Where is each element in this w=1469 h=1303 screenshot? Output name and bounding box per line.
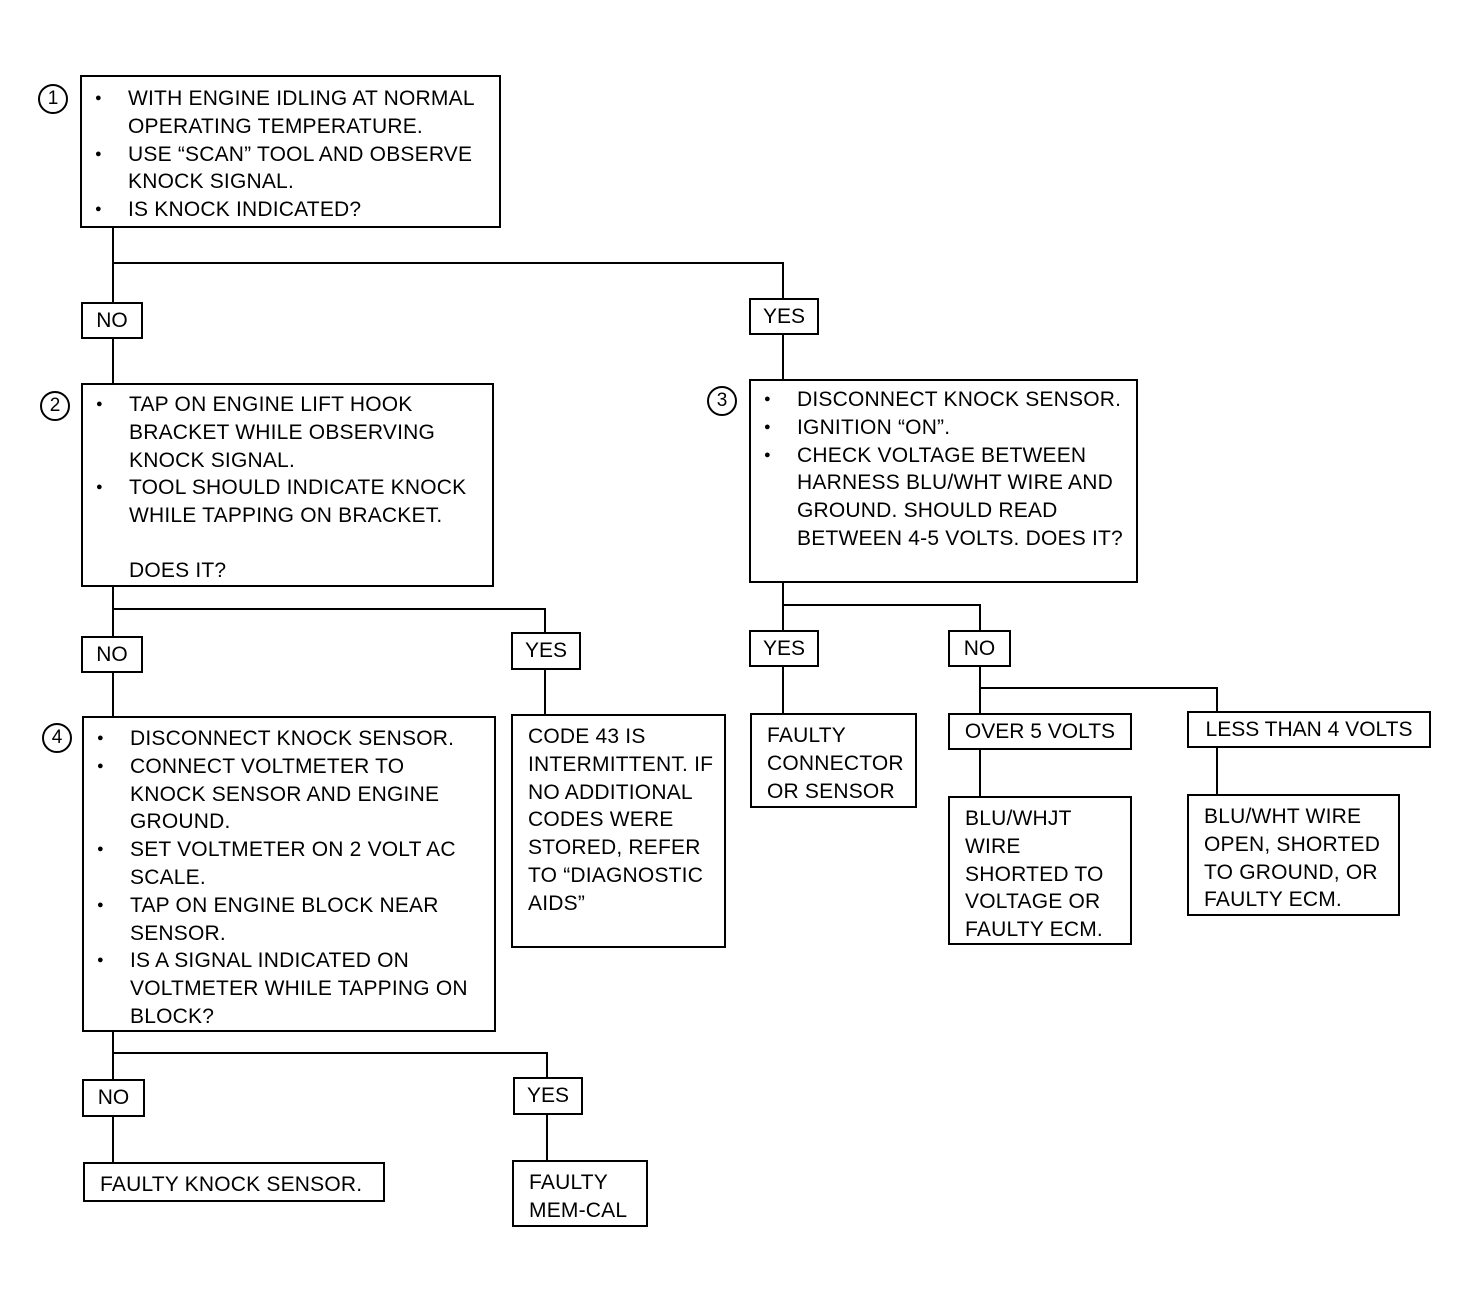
- step-2-question: DOES IT?: [129, 558, 227, 582]
- step-3-item: DISCONNECT KNOCK SENSOR.: [751, 386, 1126, 414]
- step-1-item: USE “SCAN” TOOL AND OBSERVE KNOCK SIGNAL…: [82, 141, 489, 197]
- connector-step2-yes: [113, 608, 546, 632]
- step-3-item: IGNITION “ON”.: [751, 414, 1126, 442]
- step-2-item: TOOL SHOULD INDICATE KNOCK WHILE TAPPING…: [83, 474, 482, 530]
- branch-label-s4-no: NO: [82, 1079, 145, 1117]
- step-4-item: IS A SIGNAL INDICATED ON VOLTMETER WHILE…: [84, 947, 484, 1030]
- branch-label-s2-no: NO: [81, 636, 143, 673]
- step-4-item: DISCONNECT KNOCK SENSOR.: [84, 725, 484, 753]
- result-blu-whjt-wire-shorted: BLU/WHJT WIRE SHORTED TO VOLTAGE OR FAUL…: [948, 796, 1132, 945]
- branch-label-s3-yes: YES: [749, 630, 819, 667]
- branch-label-s3-no: NO: [948, 630, 1011, 667]
- step-3-item: CHECK VOLTAGE BETWEEN HARNESS BLU/WHT WI…: [751, 442, 1126, 553]
- step-2-box: TAP ON ENGINE LIFT HOOK BRACKET WHILE OB…: [81, 383, 494, 587]
- result-faulty-connector-or-sensor: FAULTY CONNECTOR OR SENSOR: [750, 713, 917, 808]
- step-3-list: DISCONNECT KNOCK SENSOR. IGNITION “ON”. …: [751, 386, 1126, 553]
- branch-label-less-than-4-volts: LESS THAN 4 VOLTS: [1187, 711, 1431, 748]
- step-4-item: TAP ON ENGINE BLOCK NEAR SENSOR.: [84, 892, 484, 948]
- connector-step3-no: [783, 604, 981, 630]
- branch-label-s1-no: NO: [81, 302, 143, 339]
- step-number-2: 2: [40, 391, 70, 421]
- result-faulty-mem-cal: FAULTY MEM-CAL: [512, 1160, 648, 1227]
- branch-label-s1-yes: YES: [749, 298, 819, 335]
- step-4-item: SET VOLTMETER ON 2 VOLT AC SCALE.: [84, 836, 484, 892]
- step-1-item: IS KNOCK INDICATED?: [82, 196, 489, 224]
- step-number-4: 4: [42, 723, 72, 753]
- step-4-list: DISCONNECT KNOCK SENSOR. CONNECT VOLTMET…: [84, 725, 484, 1031]
- result-blu-wht-wire-open: BLU/WHT WIRE OPEN, SHORTED TO GROUND, OR…: [1187, 794, 1400, 916]
- step-4-box: DISCONNECT KNOCK SENSOR. CONNECT VOLTMET…: [82, 716, 496, 1032]
- step-1-list: WITH ENGINE IDLING AT NORMAL OPERATING T…: [82, 85, 489, 224]
- branch-label-s2-yes: YES: [511, 632, 581, 670]
- step-2-list: TAP ON ENGINE LIFT HOOK BRACKET WHILE OB…: [83, 391, 482, 530]
- connector-step1-yes: [113, 262, 784, 298]
- step-4-item: CONNECT VOLTMETER TO KNOCK SENSOR AND EN…: [84, 753, 484, 836]
- connector-step4-yes: [113, 1052, 548, 1077]
- result-faulty-knock-sensor: FAULTY KNOCK SENSOR.: [83, 1162, 385, 1202]
- step-1-item: WITH ENGINE IDLING AT NORMAL OPERATING T…: [82, 85, 489, 141]
- connector-no-to-less4: [980, 687, 1218, 711]
- step-3-box: DISCONNECT KNOCK SENSOR. IGNITION “ON”. …: [749, 379, 1138, 583]
- step-number-1: 1: [38, 84, 68, 114]
- branch-label-over-5-volts: OVER 5 VOLTS: [948, 713, 1132, 750]
- step-number-3: 3: [707, 386, 737, 416]
- branch-label-s4-yes: YES: [513, 1077, 583, 1115]
- result-code-43-intermittent: CODE 43 IS INTERMITTENT. IF NO ADDITIONA…: [511, 714, 726, 948]
- step-1-box: WITH ENGINE IDLING AT NORMAL OPERATING T…: [80, 75, 501, 228]
- step-2-item: TAP ON ENGINE LIFT HOOK BRACKET WHILE OB…: [83, 391, 482, 474]
